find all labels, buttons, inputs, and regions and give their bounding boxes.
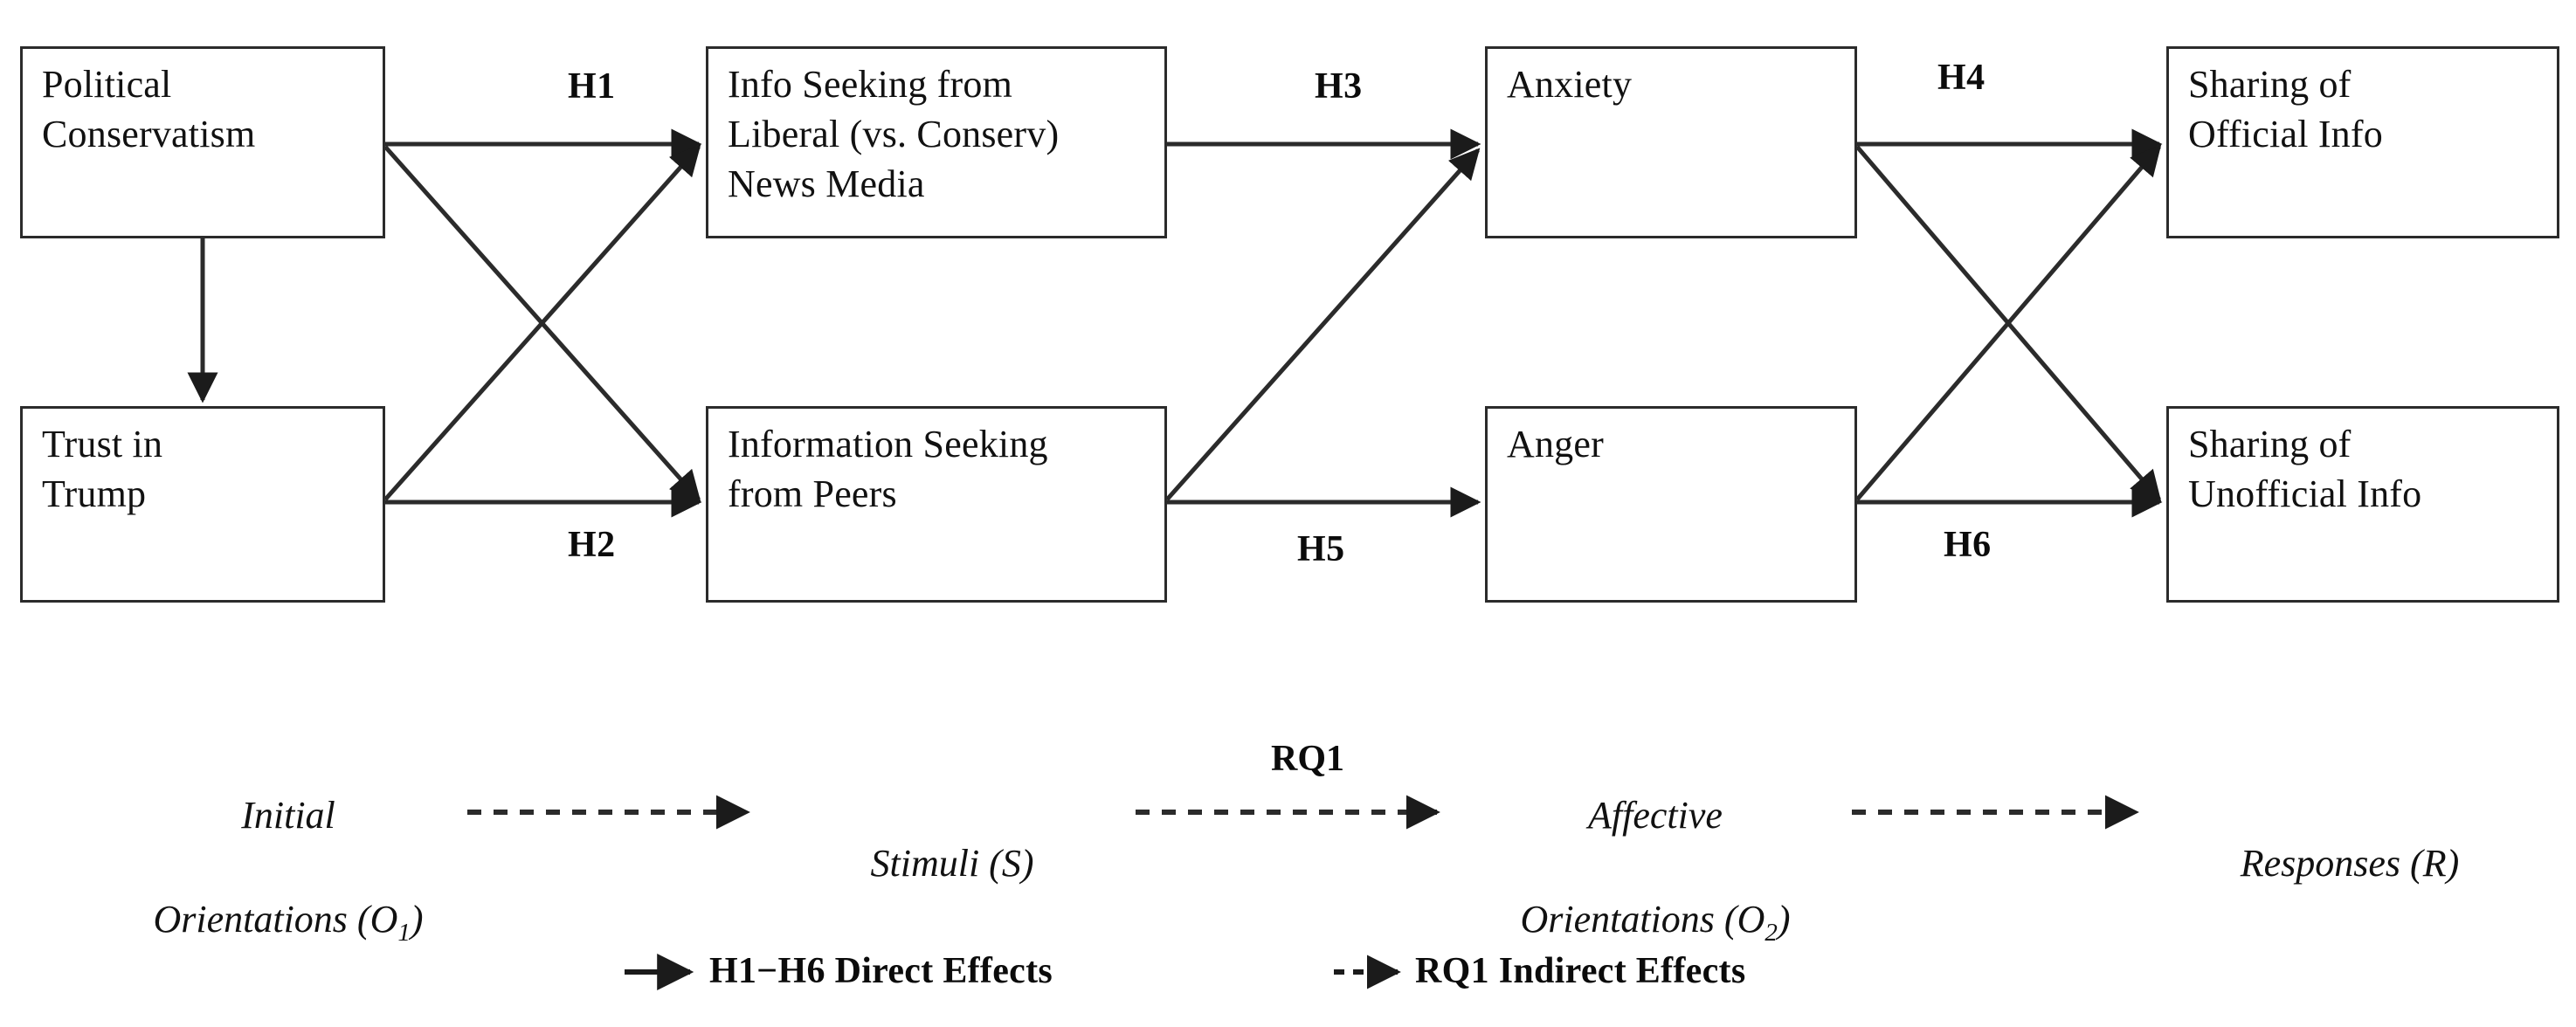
edge-anger-to-official xyxy=(1855,144,2162,501)
path-label-h2: H2 xyxy=(568,525,616,565)
stage-initial-line2-pre: Orientations (O xyxy=(153,898,398,941)
node-information-seeking-peers[interactable]: Information Seeking from Peers xyxy=(706,406,1167,603)
path-label-h1: H1 xyxy=(568,66,616,107)
node-sharing-official-info[interactable]: Sharing of Official Info xyxy=(2166,46,2559,238)
stage-label-initial-orientations: Initial Orientations (O1) xyxy=(105,738,472,1003)
stage-initial-line2-post: ) xyxy=(410,898,424,941)
node-info-seeking-liberal-news-label: Info Seeking from Liberal (vs. Conserv) … xyxy=(728,63,1060,206)
node-information-seeking-peers-label: Information Seeking from Peers xyxy=(728,423,1048,516)
stage-initial-line2: Orientations (O1) xyxy=(105,893,472,950)
stage-affective-line2-post: ) xyxy=(1777,898,1791,941)
path-label-h6: H6 xyxy=(1944,525,1992,565)
stage-label-affective-orientations: Affective Orientations (O2) xyxy=(1450,738,1861,1003)
node-anger-label: Anger xyxy=(1507,423,1604,465)
path-label-h3: H3 xyxy=(1315,66,1363,107)
node-political-conservatism[interactable]: Political Conservatism xyxy=(20,46,385,238)
stage-affective-line2: Orientations (O2) xyxy=(1450,893,1861,950)
node-trust-in-trump[interactable]: Trust in Trump xyxy=(20,406,385,603)
node-political-conservatism-label: Political Conservatism xyxy=(42,63,256,156)
stage-affective-subscript: 2 xyxy=(1765,918,1778,947)
stage-stimuli-text: Stimuli (S) xyxy=(870,842,1034,886)
path-label-h4: H4 xyxy=(1937,58,1986,98)
node-anxiety-label: Anxiety xyxy=(1507,63,1633,106)
node-sharing-official-info-label: Sharing of Official Info xyxy=(2188,63,2383,156)
path-label-rq1: RQ1 xyxy=(1271,739,1344,779)
edge-trust-to-liberal-news xyxy=(383,144,701,501)
stage-responses-text: Responses (R) xyxy=(2240,842,2460,886)
stage-label-stimuli: Stimuli (S) xyxy=(769,786,1136,941)
stage-affective-line1: Affective xyxy=(1588,794,1723,837)
stage-responses-line2: Responses (R) xyxy=(2158,837,2542,889)
legend-direct-effects-label: H1−H6 Direct Effects xyxy=(709,951,1053,991)
node-anger[interactable]: Anger xyxy=(1485,406,1857,603)
stage-label-responses: Responses (R) xyxy=(2158,786,2542,941)
node-sharing-unofficial-info-label: Sharing of Unofficial Info xyxy=(2188,423,2422,516)
stage-stimuli-line2: Stimuli (S) xyxy=(769,837,1136,889)
node-sharing-unofficial-info[interactable]: Sharing of Unofficial Info xyxy=(2166,406,2559,603)
stage-initial-line1: Initial xyxy=(241,794,335,837)
stage-affective-line2-pre: Orientations (O xyxy=(1520,898,1765,941)
node-trust-in-trump-label: Trust in Trump xyxy=(42,423,163,516)
edge-peers-to-anxiety xyxy=(1165,148,1481,501)
path-label-h5: H5 xyxy=(1297,529,1345,569)
node-info-seeking-liberal-news[interactable]: Info Seeking from Liberal (vs. Conserv) … xyxy=(706,46,1167,238)
legend-indirect-effects-label: RQ1 Indirect Effects xyxy=(1415,951,1746,991)
stage-initial-subscript: 1 xyxy=(397,918,411,947)
node-anxiety[interactable]: Anxiety xyxy=(1485,46,1857,238)
